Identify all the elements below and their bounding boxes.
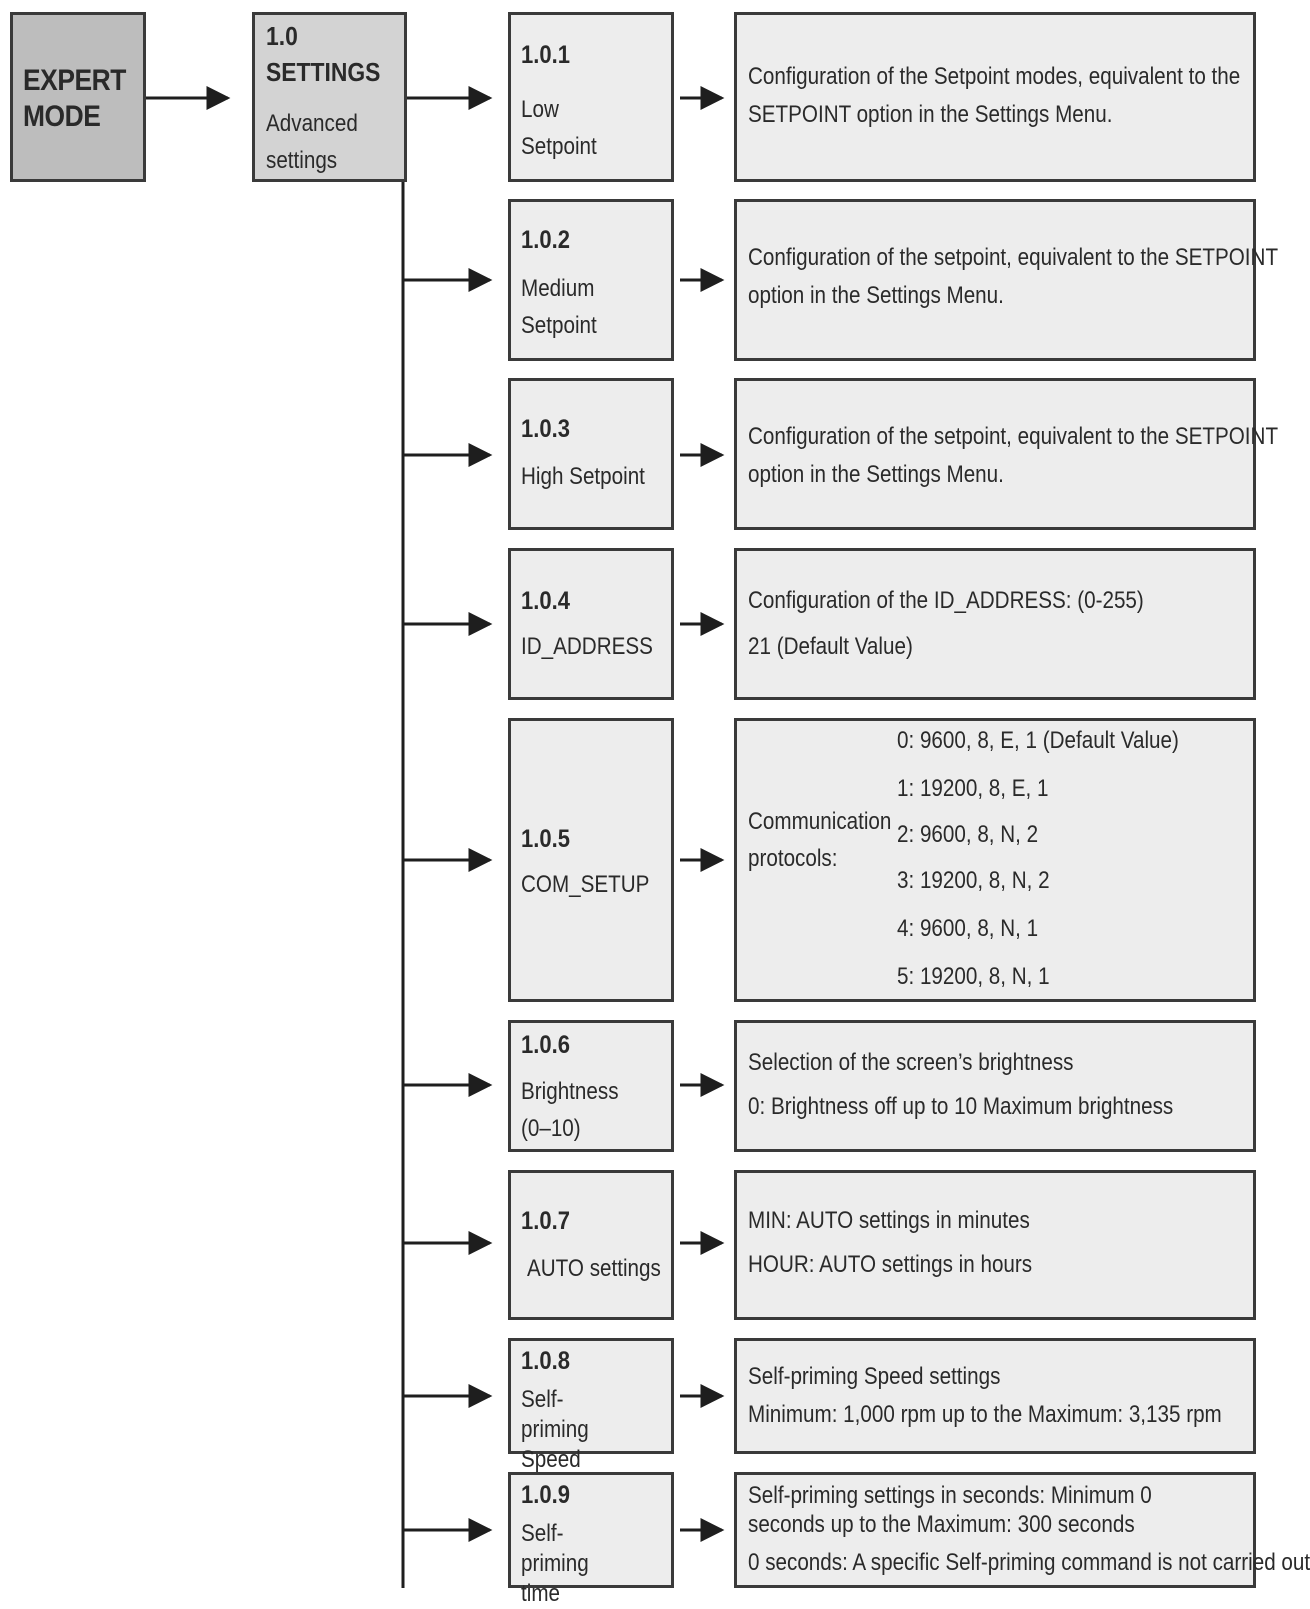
- description-1-0-1: Configuration of the Setpoint modes, equ…: [734, 12, 1256, 182]
- item-label: High Setpoint: [521, 463, 645, 490]
- settings-number: 1.0: [266, 21, 298, 51]
- menu-item-1-0-6: 1.0.6 Brightness (0–10): [508, 1020, 674, 1152]
- item-label: Self-priming time: [521, 1520, 589, 1607]
- item-number: 1.0.8: [521, 1347, 570, 1375]
- desc-line: Configuration of the ID_ADDRESS: (0-255): [748, 587, 1144, 614]
- item-number: 1.0.4: [521, 587, 570, 615]
- desc-line: 0: Brightness off up to 10 Maximum brigh…: [748, 1093, 1174, 1120]
- desc-line: option in the Settings Menu.: [748, 282, 1004, 309]
- item-number: 1.0.7: [521, 1207, 570, 1235]
- settings-title: SETTINGS: [266, 57, 381, 87]
- menu-item-1-0-1: 1.0.1 Low Setpoint: [508, 12, 674, 182]
- desc-line: MIN: AUTO settings in minutes: [748, 1207, 1030, 1234]
- settings-subtitle: Advanced settings: [266, 110, 358, 174]
- menu-item-1-0-4: 1.0.4 ID_ADDRESS: [508, 548, 674, 700]
- protocol-option: 4: 9600, 8, N, 1: [897, 915, 1039, 942]
- description-1-0-6: Selection of the screen’s brightness 0: …: [734, 1020, 1256, 1152]
- item-label: Medium Setpoint: [521, 275, 597, 339]
- description-1-0-3: Configuration of the setpoint, equivalen…: [734, 378, 1279, 530]
- desc-line: 0 seconds: A specific Self-priming comma…: [748, 1549, 1310, 1576]
- connector-lines: [145, 86, 725, 1588]
- item-number: 1.0.9: [521, 1481, 570, 1509]
- menu-item-1-0-8: 1.0.8 Self-priming Speed: [508, 1338, 674, 1473]
- description-1-0-5: Communication protocols: 0: 9600, 8, E, …: [734, 718, 1256, 1002]
- protocol-option: 3: 19200, 8, N, 2: [897, 867, 1050, 894]
- protocol-option: 1: 19200, 8, E, 1: [897, 775, 1049, 802]
- item-label: Low Setpoint: [521, 96, 597, 160]
- item-number: 1.0.2: [521, 226, 570, 254]
- item-number: 1.0.6: [521, 1031, 570, 1059]
- item-label: Brightness (0–10): [521, 1078, 619, 1142]
- menu-item-1-0-7: 1.0.7 AUTO settings: [508, 1170, 674, 1320]
- menu-item-1-0-9: 1.0.9 Self-priming time: [508, 1472, 674, 1607]
- item-label: ID_ADDRESS: [521, 633, 653, 660]
- description-1-0-4: Configuration of the ID_ADDRESS: (0-255)…: [734, 548, 1256, 700]
- description-1-0-2: Configuration of the setpoint, equivalen…: [734, 199, 1279, 361]
- expert-mode-box: EXPERT MODE: [10, 12, 146, 182]
- item-label: AUTO settings: [527, 1255, 661, 1282]
- item-number: 1.0.1: [521, 41, 570, 69]
- protocol-option: 2: 9600, 8, N, 2: [897, 821, 1039, 848]
- protocol-option: 5: 19200, 8, N, 1: [897, 963, 1050, 990]
- desc-line: Self-priming settings in seconds: Minimu…: [748, 1482, 1152, 1538]
- desc-line: Configuration of the setpoint, equivalen…: [748, 423, 1279, 450]
- menu-item-1-0-2: 1.0.2 Medium Setpoint: [508, 199, 674, 361]
- menu-item-1-0-5: 1.0.5 COM_SETUP: [508, 718, 674, 1002]
- desc-line: Minimum: 1,000 rpm up to the Maximum: 3,…: [748, 1401, 1222, 1428]
- description-1-0-7: MIN: AUTO settings in minutes HOUR: AUTO…: [734, 1170, 1256, 1320]
- desc-line: 21 (Default Value): [748, 633, 913, 660]
- desc-line: Configuration of the Setpoint modes, equ…: [748, 63, 1241, 90]
- menu-item-1-0-3: 1.0.3 High Setpoint: [508, 378, 674, 530]
- desc-line: SETPOINT option in the Settings Menu.: [748, 101, 1113, 128]
- description-1-0-8: Self-priming Speed settings Minimum: 1,0…: [734, 1338, 1256, 1454]
- settings-box: 1.0 SETTINGS Advanced settings: [252, 12, 407, 182]
- desc-line: Selection of the screen’s brightness: [748, 1049, 1074, 1076]
- desc-line: Configuration of the setpoint, equivalen…: [748, 244, 1279, 271]
- desc-line: Self-priming Speed settings: [748, 1363, 1001, 1390]
- protocols-label: Communication protocols:: [748, 808, 892, 872]
- expert-mode-title: EXPERT MODE: [23, 64, 126, 133]
- item-label: COM_SETUP: [521, 871, 650, 898]
- protocol-option: 0: 9600, 8, E, 1 (Default Value): [897, 727, 1179, 754]
- desc-line: option in the Settings Menu.: [748, 461, 1004, 488]
- item-number: 1.0.3: [521, 415, 570, 443]
- item-number: 1.0.5: [521, 825, 570, 853]
- desc-line: HOUR: AUTO settings in hours: [748, 1251, 1033, 1278]
- item-label: Self-priming Speed: [521, 1386, 589, 1473]
- description-1-0-9: Self-priming settings in seconds: Minimu…: [734, 1472, 1310, 1588]
